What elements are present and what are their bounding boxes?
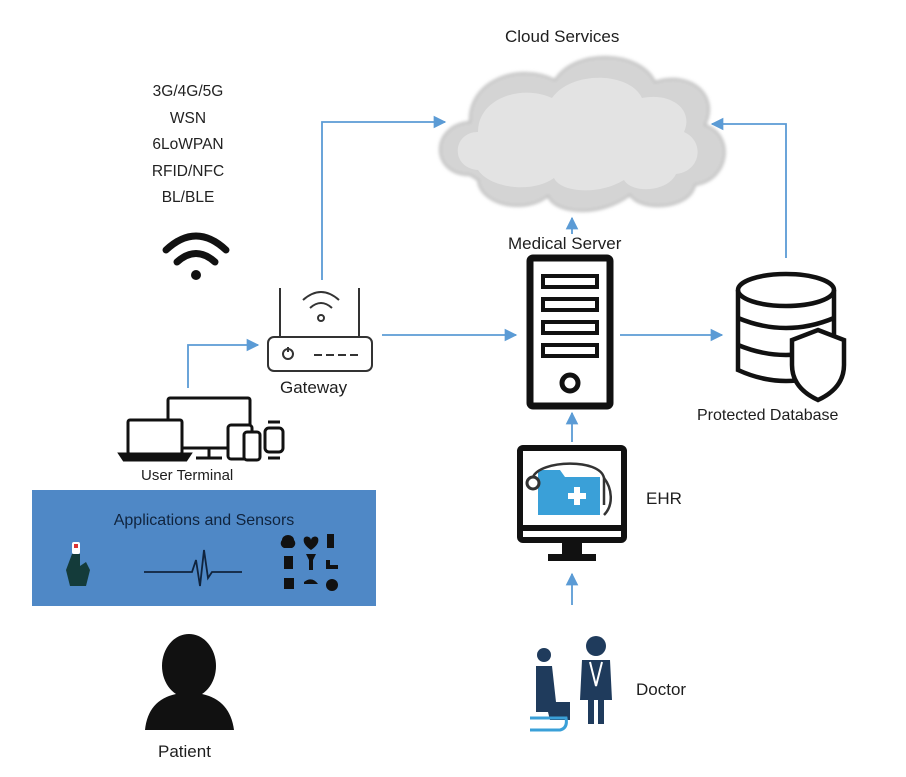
scale-icon — [304, 579, 318, 584]
applications-sensors-panel: Applications and Sensors — [32, 490, 376, 606]
arrow-gateway-to-cloud — [321, 115, 447, 280]
medical-server-label: Medical Server — [508, 234, 622, 253]
server-icon — [526, 254, 614, 410]
protocol-item: 6LoWPAN — [152, 136, 224, 153]
ehr-monitor-icon — [517, 445, 627, 561]
database-shield-icon — [735, 271, 847, 403]
wifi-icon — [162, 232, 230, 280]
protocol-item: RFID/NFC — [151, 162, 225, 180]
heartbeat-icon — [144, 549, 242, 587]
cloud-services-label: Cloud Services — [505, 27, 620, 46]
user-terminal-icon — [117, 396, 285, 462]
user-terminal-label: User Terminal — [141, 467, 234, 484]
applications-sensors-label: Applications and Sensors — [113, 512, 295, 529]
finger-sensor-icon — [66, 542, 90, 586]
arrow-database-to-cloud — [710, 117, 787, 258]
body-icon — [306, 554, 316, 570]
medicine-icon — [327, 534, 334, 548]
router-icon — [267, 288, 373, 372]
heart-icon — [303, 536, 319, 550]
brain-icon — [280, 535, 296, 548]
ehr-label: EHR — [646, 489, 682, 508]
patient-icon — [145, 634, 234, 730]
patient-label: Patient — [158, 742, 211, 761]
cloud-icon — [439, 56, 726, 212]
clipboard-icon — [284, 556, 293, 569]
doctor-label: Doctor — [636, 680, 687, 699]
apple-icon — [326, 579, 338, 591]
foot-icon — [326, 560, 338, 569]
health-icons-grid — [280, 534, 338, 591]
protocol-item: BL/BLE — [161, 189, 215, 206]
protocol-item: WSN — [169, 109, 207, 127]
protocol-list: 3G/4G/5G WSN 6LoWPAN RFID/NFC BL/BLE — [128, 79, 248, 212]
protected-database-label: Protected Database — [697, 407, 839, 424]
calendar-icon — [284, 578, 294, 589]
gateway-label: Gateway — [280, 378, 348, 397]
arrow-terminal-to-gateway — [187, 338, 260, 388]
sensors-graphics — [66, 534, 338, 591]
doctor-icon — [530, 636, 612, 732]
connection-arrows — [187, 115, 787, 605]
protocol-item: 3G/4G/5G — [152, 83, 224, 100]
